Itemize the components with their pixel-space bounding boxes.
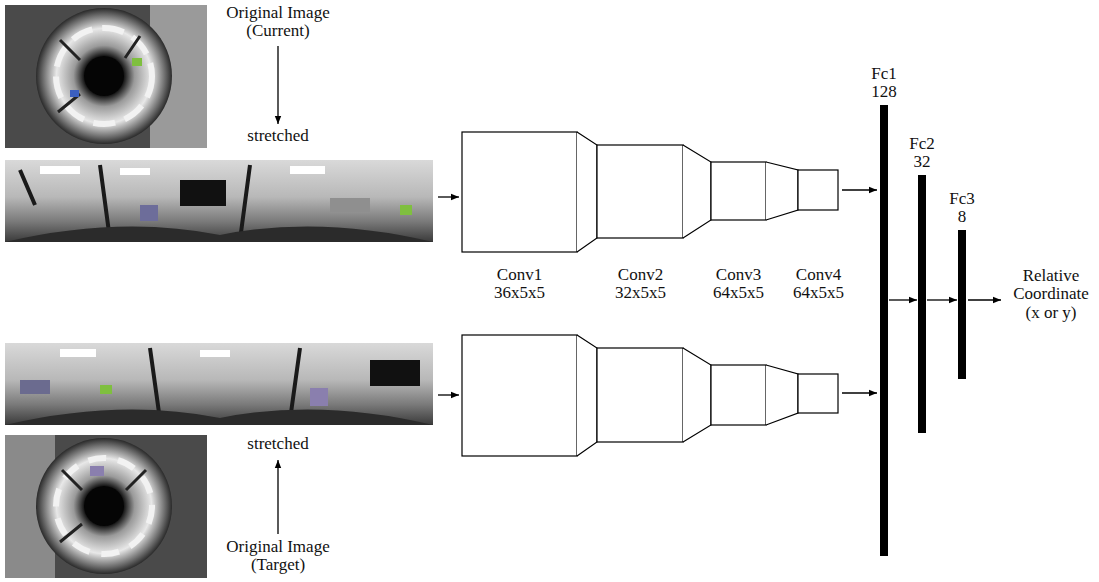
conv-taper <box>577 335 597 456</box>
fc-bar <box>958 230 966 379</box>
fisheye-lens <box>36 8 172 144</box>
panorama-object <box>20 380 50 394</box>
fc-layer: Fc1 128 <box>868 65 900 556</box>
lens-center <box>84 56 124 96</box>
text-label: Conv4 64x5x5 <box>793 266 844 303</box>
layer-label: Fc3 8 <box>949 190 975 226</box>
panorama-pole <box>150 348 300 420</box>
flow-arrow <box>277 460 278 534</box>
conv-block <box>798 374 838 413</box>
image-frame <box>5 5 207 148</box>
lens-detail <box>70 90 79 97</box>
text-label: stretched <box>228 435 328 453</box>
text-label: Conv1 36x5x5 <box>494 266 545 303</box>
fc-bar <box>918 175 926 433</box>
fisheye-image <box>5 5 207 148</box>
conv-block <box>462 335 577 456</box>
panorama-light <box>290 166 325 174</box>
lens-ring <box>56 458 152 554</box>
panorama-object <box>140 205 158 221</box>
fc-layer: Fc3 8 <box>946 190 978 379</box>
text-label: Relative Coordinate (x or y) <box>1005 267 1097 322</box>
flow-arrow <box>842 189 877 190</box>
fc-layer: Fc2 32 <box>906 135 938 433</box>
conv-stack <box>462 132 838 252</box>
panorama-light <box>60 349 96 357</box>
flow-arrow <box>968 299 1001 300</box>
fisheye-image <box>5 435 207 578</box>
lens-detail <box>58 36 140 112</box>
panorama-ground <box>5 343 433 425</box>
text-label: stretched <box>228 127 328 145</box>
conv-block <box>462 132 577 252</box>
panorama-floor <box>5 226 433 242</box>
text-label: Conv2 32x5x5 <box>615 266 666 303</box>
panorama-light <box>120 168 150 175</box>
conv-taper <box>683 348 711 442</box>
text-label: Original Image (Current) <box>208 4 348 41</box>
image-frame <box>5 435 207 578</box>
flow-arrow <box>438 394 459 395</box>
flow-arrow <box>842 392 877 393</box>
panorama-ground <box>5 160 433 242</box>
panorama-screen <box>180 180 226 206</box>
conv-block <box>597 145 683 238</box>
conv-stack <box>462 335 838 456</box>
conv-block <box>711 162 766 220</box>
panorama-image <box>5 160 433 242</box>
panorama-image <box>5 343 433 425</box>
panorama-light <box>40 166 80 174</box>
lens-ring <box>56 28 152 124</box>
fc-bar <box>880 105 888 556</box>
layer-label: Fc1 128 <box>871 65 897 101</box>
panorama-object <box>310 388 328 406</box>
lens-detail <box>60 470 146 542</box>
lens-detail <box>90 466 104 476</box>
conv-block <box>798 170 838 210</box>
conv-taper <box>577 132 597 252</box>
conv-taper <box>766 162 798 220</box>
panorama-light <box>200 350 230 357</box>
panorama-object <box>400 205 412 215</box>
conv-block <box>711 365 766 425</box>
text-label: Original Image (Target) <box>208 538 348 575</box>
panorama-object <box>100 385 112 394</box>
layer-label: Fc2 32 <box>909 135 935 171</box>
lens-detail <box>132 58 142 66</box>
text-label: Conv3 64x5x5 <box>713 266 764 303</box>
panorama-floor <box>5 409 433 425</box>
connector-arrow <box>889 299 917 300</box>
flow-arrow <box>277 46 278 124</box>
lens-center <box>84 486 124 526</box>
panorama-screen <box>370 360 420 386</box>
fisheye-lens <box>36 438 172 574</box>
flow-arrow <box>438 196 459 197</box>
conv-block <box>597 348 683 442</box>
connector-arrow <box>927 299 957 300</box>
panorama-object <box>330 198 370 212</box>
conv-taper <box>766 365 798 425</box>
conv-taper <box>683 145 711 238</box>
